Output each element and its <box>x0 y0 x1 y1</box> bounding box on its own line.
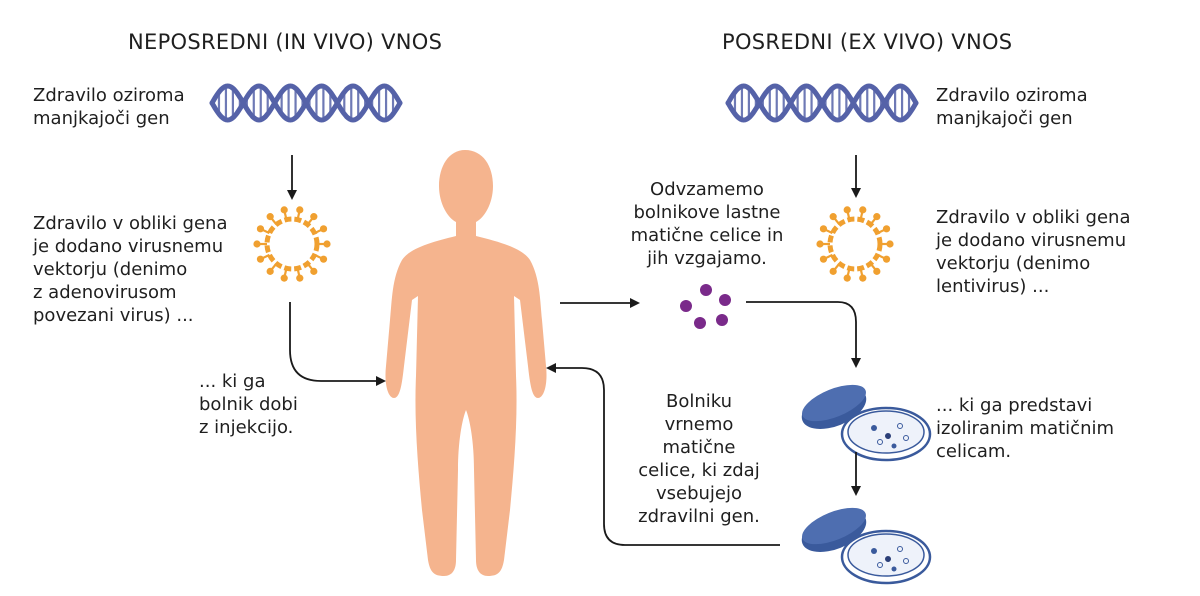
stem-cell <box>719 294 731 306</box>
label-gene-left: Zdravilo oziroma manjkajoči gen <box>33 85 185 129</box>
label-vector-right: Zdravilo v obliki gena je dodano virusne… <box>936 207 1131 297</box>
virus-vector-icon <box>253 206 331 282</box>
stem-cell <box>716 314 728 326</box>
dna-helix-icon <box>725 83 919 123</box>
stem-cell <box>694 317 706 329</box>
virus-vector-icon <box>816 206 894 282</box>
arrow <box>289 302 386 386</box>
label-vector-left: Zdravilo v obliki gena je dodano virusne… <box>33 213 228 326</box>
stem-cell <box>700 284 712 296</box>
label-gene-right: Zdravilo oziroma manjkajoči gen <box>936 85 1088 129</box>
arrow <box>746 301 861 368</box>
label-introduce-cells: ... ki ga predstavi izoliranim matičnim … <box>936 395 1115 462</box>
label-harvest-cells: Odvzamemo bolnikove lastne matične celic… <box>630 179 784 269</box>
stem-cells-icon <box>680 284 731 329</box>
petri-dish-icon <box>801 507 932 585</box>
label-return-cells: Bolniku vrnemo matične celice, ki zdaj v… <box>638 391 760 527</box>
label-injection: ... ki ga bolnik dobi z injekcijo. <box>199 371 298 438</box>
petri-dish-icon <box>801 384 932 462</box>
heading-ex-vivo: POSREDNI (EX VIVO) VNOS <box>722 30 1013 54</box>
dna-helix-icon <box>209 83 403 123</box>
heading-in-vivo: NEPOSREDNI (IN VIVO) VNOS <box>128 30 443 54</box>
arrow <box>546 363 780 546</box>
human-body-icon <box>385 150 547 576</box>
stem-cell <box>680 300 692 312</box>
